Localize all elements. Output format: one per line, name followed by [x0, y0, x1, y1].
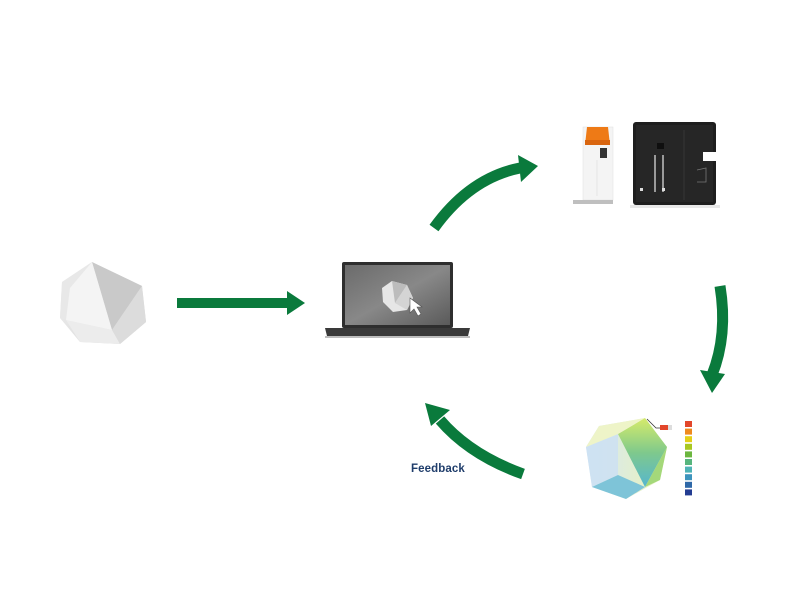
color-scale-swatch — [685, 481, 692, 488]
arrows — [177, 155, 729, 480]
cursor-icon — [409, 297, 423, 317]
color-scale-swatch — [685, 459, 692, 465]
color-scale-swatch — [685, 474, 692, 481]
cad-model-icon — [60, 262, 146, 344]
color-scale-swatch — [685, 489, 692, 496]
color-scale-swatch — [685, 451, 692, 458]
arrow-laptop-to-printers — [429, 155, 538, 232]
laptop-icon — [325, 262, 470, 338]
printers-icon — [573, 122, 720, 208]
screen-model-icon — [382, 281, 413, 312]
color-scale-legend — [685, 421, 692, 496]
color-scale-swatch — [685, 421, 692, 427]
feedback-label: Feedback — [411, 463, 465, 475]
arrow-feedback — [425, 403, 525, 480]
color-scale-swatch — [685, 443, 692, 450]
color-scale-swatch — [685, 428, 692, 435]
color-scale-swatch — [685, 466, 692, 473]
probe-icon — [660, 425, 668, 430]
arrow-model-to-laptop — [177, 291, 305, 315]
color-scale-swatch — [685, 436, 692, 443]
inspection-model-icon — [586, 418, 672, 499]
arrow-printers-to-inspection — [700, 285, 729, 393]
